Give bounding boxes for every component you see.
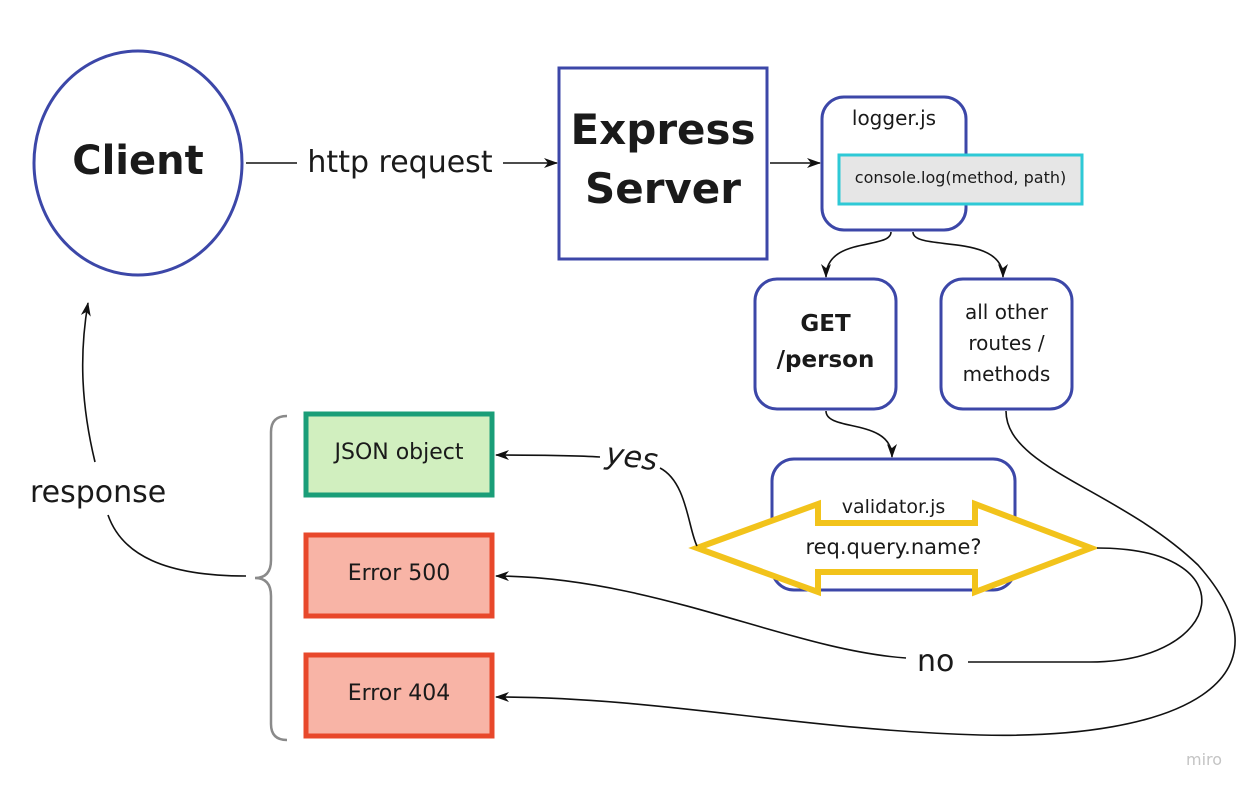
no-label: no <box>917 644 955 679</box>
miro-watermark: miro <box>1186 750 1223 769</box>
validator-label: validator.js <box>841 496 946 518</box>
other-label-line1: all other <box>964 300 1048 324</box>
server-label-line1: Express <box>570 105 756 154</box>
response-label: response <box>30 475 167 510</box>
edge-get-validator <box>825 410 897 458</box>
logger-call-box <box>837 153 1084 206</box>
edge-other-404 <box>495 410 1236 737</box>
logger-label: logger.js <box>851 106 937 130</box>
error-500-node <box>303 532 495 619</box>
other-routes-node <box>939 277 1074 411</box>
edge-logger-other <box>912 231 1008 278</box>
get-label-line1: GET <box>800 311 851 337</box>
error-404-node <box>303 652 495 739</box>
other-label-line3: methods <box>962 362 1051 386</box>
edge-yes-line <box>495 450 601 461</box>
decision-shape <box>688 499 1100 597</box>
error-404-label: Error 404 <box>347 681 451 706</box>
validator-check-label: req.query.name? <box>805 535 982 559</box>
error-500-label: Error 500 <box>347 561 451 586</box>
client-node <box>32 49 244 277</box>
edge-no-right <box>968 547 1203 663</box>
client-label: Client <box>72 138 204 184</box>
other-label-line2: routes / <box>968 331 1045 355</box>
edge-response-bottom <box>107 514 247 577</box>
json-object-node <box>303 411 495 498</box>
server-label-line2: Server <box>584 164 742 213</box>
edge-yes-curve <box>659 467 698 547</box>
get-person-node <box>753 277 898 411</box>
edge-no-left <box>495 571 907 659</box>
express-server-node <box>557 66 769 261</box>
get-label-line2: /person <box>776 347 875 373</box>
logger-call-label: console.log(method, path) <box>854 168 1067 187</box>
http-request-label: http request <box>307 145 493 180</box>
yes-label: yes <box>603 436 661 479</box>
edge-logger-get <box>821 231 892 278</box>
json-object-label: JSON object <box>334 440 464 465</box>
edge-response-top <box>80 302 96 463</box>
response-bracket <box>254 414 288 742</box>
